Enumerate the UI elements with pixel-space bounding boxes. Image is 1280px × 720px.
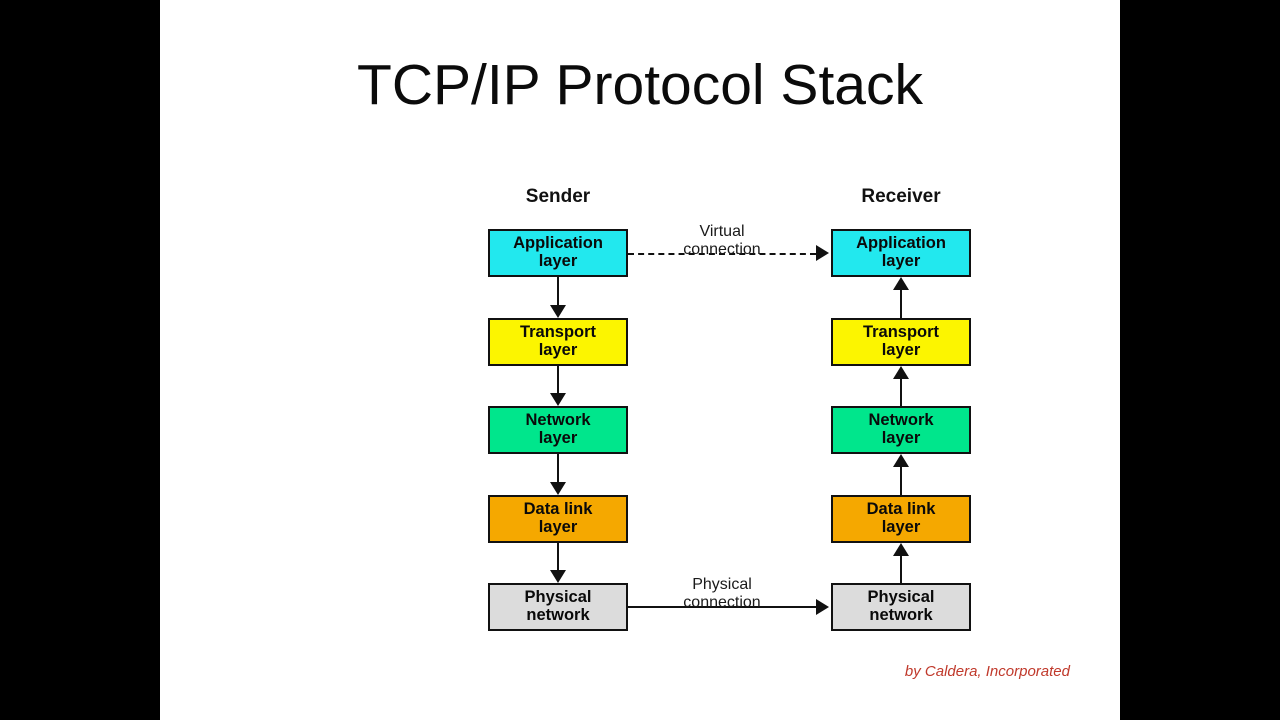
receiver-datalink-layer-label-line1: Data link (866, 500, 936, 519)
receiver-transport-layer-label-line2: layer (881, 341, 921, 359)
virtual-connection-arrowhead (816, 245, 829, 261)
receiver-datalink-layer-box: Data link layer (831, 495, 971, 543)
sender-datalink-layer-label-line1: Data link (523, 500, 593, 519)
receiver-application-layer-label-line1: Application (856, 234, 946, 253)
sender-arrow-app-to-transport-stem (557, 277, 559, 307)
virtual-connection-label-line1: Virtual (699, 223, 745, 240)
receiver-arrow-datalink-to-network-head (893, 454, 909, 467)
receiver-transport-layer-label-line1: Transport (862, 323, 940, 342)
receiver-application-layer-box: Application layer (831, 229, 971, 277)
sender-datalink-layer-box: Data link layer (488, 495, 628, 543)
physical-connection-label: Physical connection (683, 576, 760, 611)
page-title: TCP/IP Protocol Stack (357, 53, 923, 117)
sender-arrow-network-to-datalink-head (550, 482, 566, 495)
sender-application-layer-label-line2: layer (538, 252, 578, 270)
sender-application-layer-label-line1: Application (513, 234, 603, 253)
receiver-network-layer-label-line2: layer (881, 429, 921, 447)
receiver-transport-layer-box: Transport layer (831, 318, 971, 366)
sender-network-layer-label-line2: layer (538, 429, 578, 447)
slide-canvas: TCP/IP Protocol Stack Sender Receiver Ap… (160, 0, 1120, 720)
sender-network-layer-box: Network layer (488, 406, 628, 454)
receiver-arrow-transport-to-app-stem (900, 290, 902, 318)
sender-arrow-transport-to-network-head (550, 393, 566, 406)
sender-physical-network-label-line2: network (526, 606, 590, 624)
physical-connection-line (628, 606, 816, 608)
receiver-physical-network-label-line2: network (869, 606, 933, 624)
receiver-physical-network-box: Physical network (831, 583, 971, 631)
sender-arrow-datalink-to-physical-head (550, 570, 566, 583)
physical-connection-label-line1: Physical (692, 576, 752, 593)
column-header-receiver: Receiver (861, 186, 941, 207)
sender-transport-layer-box: Transport layer (488, 318, 628, 366)
sender-arrow-app-to-transport-head (550, 305, 566, 318)
sender-network-layer-label-line1: Network (525, 411, 591, 430)
sender-physical-network-box: Physical network (488, 583, 628, 631)
receiver-physical-network-label-line1: Physical (867, 588, 935, 607)
sender-application-layer-box: Application layer (488, 229, 628, 277)
receiver-arrow-physical-to-datalink-stem (900, 556, 902, 584)
sender-physical-network-label-line1: Physical (524, 588, 592, 607)
virtual-connection-label: Virtual connection (683, 223, 760, 258)
receiver-arrow-network-to-transport-head (893, 366, 909, 379)
sender-arrow-datalink-to-physical-stem (557, 543, 559, 573)
sender-arrow-transport-to-network-stem (557, 366, 559, 396)
virtual-connection-label-line2: connection (683, 240, 761, 258)
tcpip-stack-diagram: Sender Receiver Application layer Transp… (380, 175, 971, 650)
column-header-sender: Sender (525, 186, 591, 207)
receiver-datalink-layer-label-line2: layer (881, 518, 921, 536)
receiver-arrow-transport-to-app-head (893, 277, 909, 290)
receiver-arrow-network-to-transport-stem (900, 379, 902, 407)
physical-connection-arrowhead (816, 599, 829, 615)
sender-transport-layer-label-line1: Transport (519, 323, 597, 342)
receiver-network-layer-label-line1: Network (868, 411, 934, 430)
physical-connection-label-line2: connection (683, 593, 761, 611)
receiver-arrow-physical-to-datalink-head (893, 543, 909, 556)
receiver-arrow-datalink-to-network-stem (900, 467, 902, 495)
credit-attribution: by Caldera, Incorporated (904, 663, 1070, 680)
receiver-network-layer-box: Network layer (831, 406, 971, 454)
sender-arrow-network-to-datalink-stem (557, 454, 559, 484)
virtual-connection-line (628, 253, 816, 255)
sender-transport-layer-label-line2: layer (538, 341, 578, 359)
receiver-application-layer-label-line2: layer (881, 252, 921, 270)
sender-datalink-layer-label-line2: layer (538, 518, 578, 536)
letterbox-bar-left (0, 0, 160, 720)
letterbox-bar-right (1120, 0, 1280, 720)
